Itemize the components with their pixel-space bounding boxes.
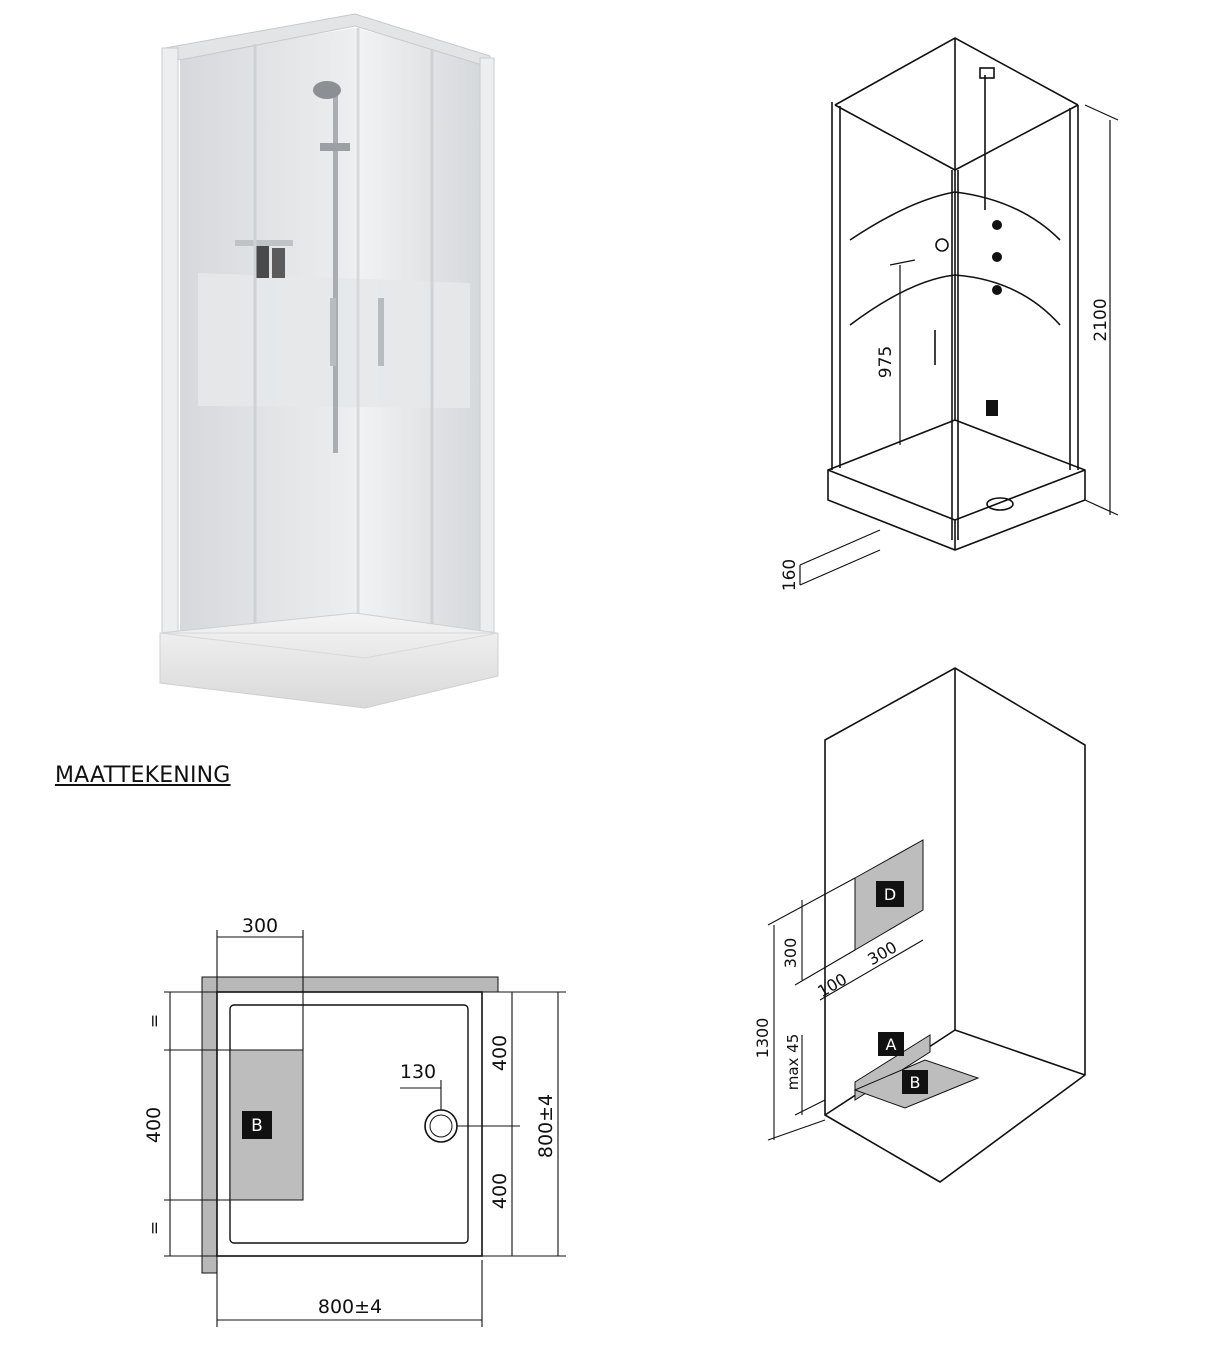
- dim-max-label: max 45: [784, 1034, 802, 1091]
- page-heading: MAATTEKENING: [55, 763, 231, 788]
- dim-drain-offset-label: 130: [400, 1061, 436, 1083]
- dim-left-mid-label: 400: [143, 1107, 165, 1143]
- dim-right-lower-label: 400: [489, 1173, 511, 1209]
- zone-b-wall-label: B: [910, 1073, 921, 1092]
- isometric-drawing: 2100 975 160: [780, 37, 1119, 591]
- zone-a-label: A: [886, 1035, 897, 1054]
- zone-b-label: B: [251, 1116, 263, 1136]
- dim-d-offset-label: 100: [814, 969, 850, 1001]
- shower-cabin-photo: [159, 13, 499, 709]
- dim-height-label: 2100: [1091, 298, 1111, 341]
- dim-width-label: 800±4: [318, 1296, 382, 1318]
- dim-top-label: 300: [242, 915, 278, 937]
- dim-right-upper-label: 400: [489, 1035, 511, 1071]
- dim-depth-label: 800±4: [535, 1094, 557, 1158]
- dim-mixer-label: 975: [876, 346, 896, 378]
- dim-left-eq-bottom: =: [145, 1221, 165, 1235]
- wall-connection-drawing: D A B 1300 300 100 300 max 45: [753, 667, 1086, 1183]
- dim-d-height-label: 300: [781, 938, 800, 969]
- plan-view-drawing: B 300 = 400 = 130 400 400 800±4 800±4: [143, 915, 566, 1327]
- dim-tray-label: 160: [780, 559, 800, 591]
- zone-d-label: D: [884, 885, 896, 904]
- dim-total-label: 1300: [753, 1018, 772, 1059]
- dim-left-eq-top: =: [145, 1014, 165, 1028]
